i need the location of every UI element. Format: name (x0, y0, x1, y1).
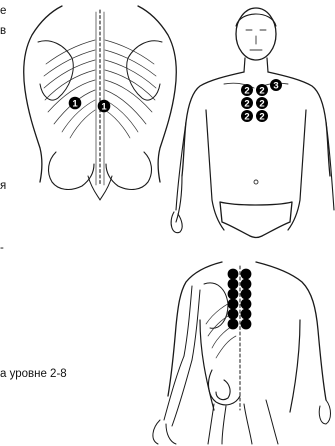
chest-marker-label: 2 (259, 112, 264, 123)
chest-marker-label: 2 (259, 99, 264, 110)
spine-marker (241, 319, 252, 330)
spine-marker (228, 279, 239, 290)
chest-marker-label: 2 (244, 112, 249, 123)
chest-marker-label: 2 (244, 99, 249, 110)
spine-marker (241, 279, 252, 290)
chest-marker-label: 2 (244, 86, 249, 97)
spine-marker (228, 319, 239, 330)
spine-marker (228, 299, 239, 310)
back-marker-label-right: 1 (101, 102, 107, 113)
spine-marker (241, 289, 252, 300)
chest-marker-r2c1: 2 (241, 97, 253, 110)
spine-marker (228, 269, 239, 280)
back-marker-left: 1 (69, 97, 82, 110)
back-marker-label-left: 1 (72, 99, 78, 110)
spine-marker (241, 309, 252, 320)
chest-marker-3: 3 (270, 79, 282, 92)
chest-marker-r3c1: 2 (241, 110, 253, 123)
front-view-figure (171, 8, 334, 238)
chest-marker-label: 2 (259, 86, 264, 97)
spine-marker (228, 309, 239, 320)
back-skeleton-figure (153, 262, 331, 444)
chest-marker-label-3: 3 (273, 81, 278, 92)
chest-marker-r1c1: 2 (241, 84, 253, 97)
spine-marker (228, 289, 239, 300)
chest-marker-r2c2: 2 (256, 97, 268, 110)
chest-marker-r1c2: 2 (256, 84, 268, 97)
chest-marker-r3c2: 2 (256, 110, 268, 123)
spine-marker (241, 299, 252, 310)
spine-marker (241, 269, 252, 280)
